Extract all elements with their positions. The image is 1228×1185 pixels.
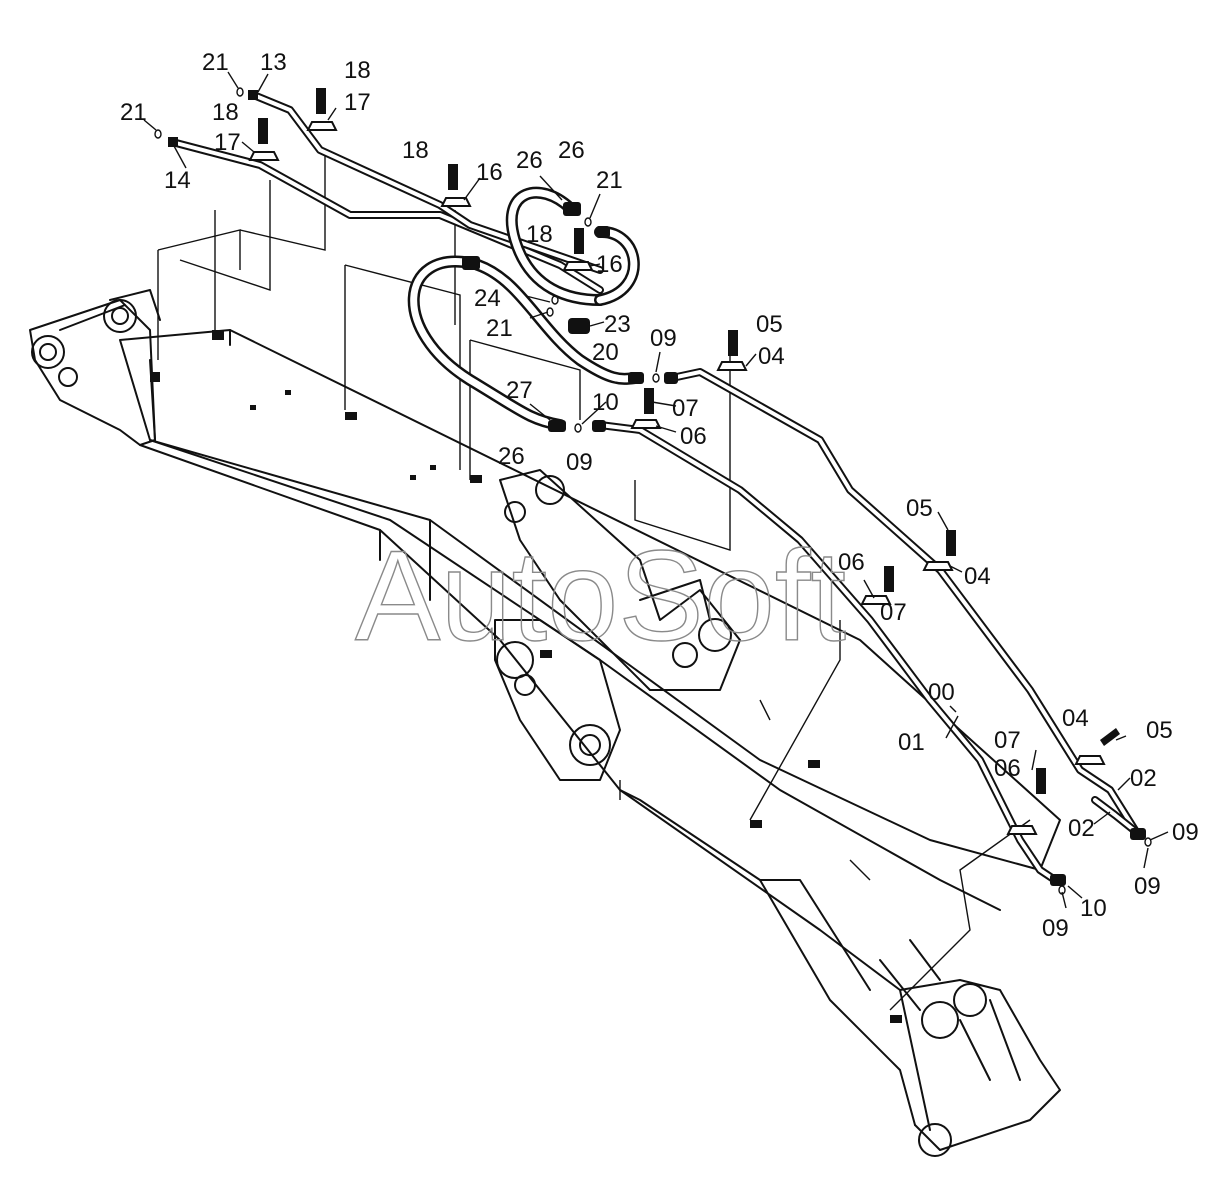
label-06: 06: [680, 423, 707, 450]
label-26: 26: [498, 443, 525, 470]
label-07: 07: [994, 727, 1021, 754]
label-27: 27: [506, 377, 533, 404]
label-18: 18: [344, 57, 371, 84]
label-09: 09: [1042, 915, 1069, 942]
label-24: 24: [474, 285, 501, 312]
label-leaders: [143, 71, 1169, 909]
label-04: 04: [964, 563, 991, 590]
label-07: 07: [672, 395, 699, 422]
label-09: 09: [1134, 873, 1161, 900]
hoses: [407, 186, 641, 431]
label-05: 05: [906, 495, 933, 522]
leader-lines: [157, 150, 1031, 1011]
label-10: 10: [1080, 895, 1107, 922]
label-23: 23: [604, 311, 631, 338]
label-09: 09: [650, 325, 677, 352]
label-17: 17: [344, 89, 371, 116]
label-06: 06: [838, 549, 865, 576]
label-02: 02: [1130, 765, 1157, 792]
label-07: 07: [880, 599, 907, 626]
fittings: [154, 87, 1152, 895]
label-05: 05: [1146, 717, 1173, 744]
label-18: 18: [526, 221, 553, 248]
label-21: 21: [596, 167, 623, 194]
label-21: 21: [486, 315, 513, 342]
label-00: 00: [928, 679, 955, 706]
part-labels: 21 13 18 17 21 18 17 14 18 16 26 26 21 1…: [120, 49, 1199, 942]
label-26: 26: [516, 147, 543, 174]
boom-body: [29, 289, 1061, 1157]
label-21: 21: [202, 49, 229, 76]
label-01: 01: [898, 729, 925, 756]
label-18: 18: [212, 99, 239, 126]
watermark: AutoSoft: [355, 525, 846, 668]
label-04: 04: [758, 343, 785, 370]
label-16: 16: [596, 251, 623, 278]
label-14: 14: [164, 167, 191, 194]
label-18: 18: [402, 137, 429, 164]
label-06: 06: [994, 755, 1021, 782]
label-09: 09: [566, 449, 593, 476]
label-26: 26: [558, 137, 585, 164]
label-05: 05: [756, 311, 783, 338]
label-16: 16: [476, 159, 503, 186]
label-02: 02: [1068, 815, 1095, 842]
label-17: 17: [214, 129, 241, 156]
label-09: 09: [1172, 819, 1199, 846]
label-20: 20: [592, 339, 619, 366]
label-13: 13: [260, 49, 287, 76]
label-10: 10: [592, 389, 619, 416]
label-21: 21: [120, 99, 147, 126]
label-04: 04: [1062, 705, 1089, 732]
